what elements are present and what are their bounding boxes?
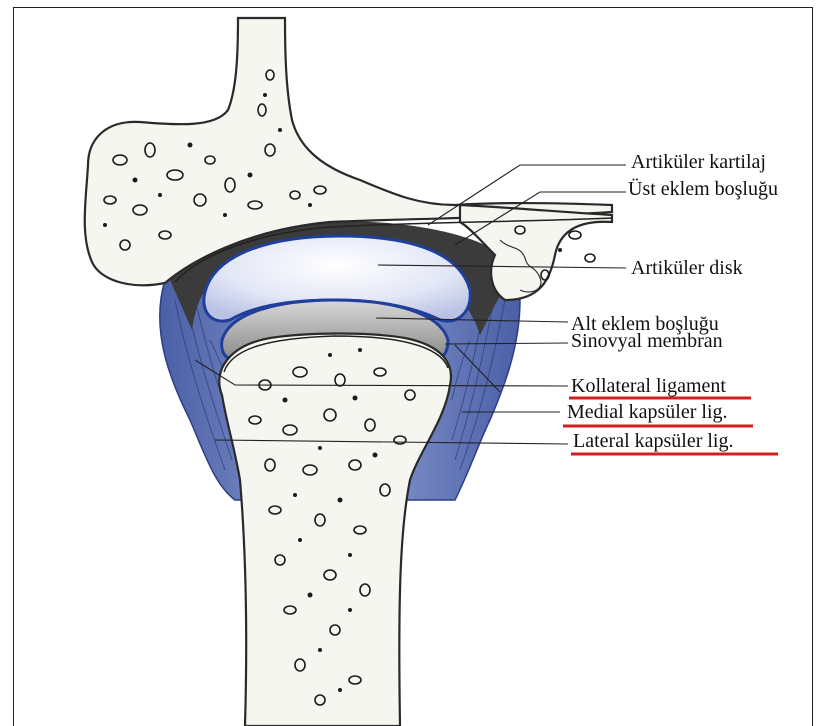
label-medial-capsular-ligament: Medial kapsüler lig. xyxy=(567,401,728,423)
lower-bone xyxy=(219,334,451,726)
label-synovial-membrane: Sinovyal membran xyxy=(571,330,723,352)
label-lateral-capsular-ligament: Lateral kapsüler lig. xyxy=(573,430,734,452)
label-collateral-ligament: Kollateral ligament xyxy=(571,375,726,397)
label-upper-joint-space: Üst eklem boşluğu xyxy=(628,177,778,200)
label-articular-disc: Artiküler disk xyxy=(631,257,743,279)
label-articular-cartilage: Artiküler kartilaj xyxy=(631,151,766,173)
